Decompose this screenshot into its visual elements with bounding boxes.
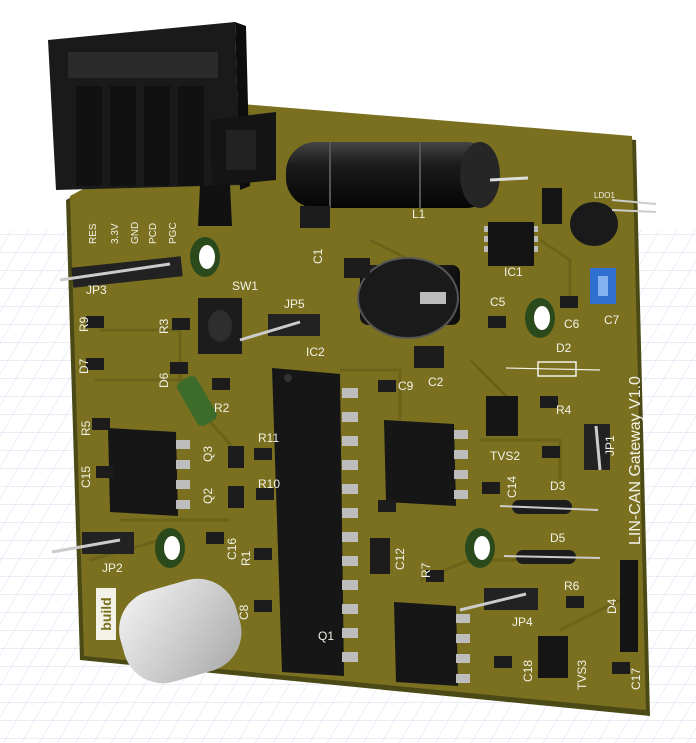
label-r4: R4 xyxy=(556,403,572,417)
pin-label-gnd: GND xyxy=(130,222,141,244)
label-sw1: SW1 xyxy=(232,279,258,293)
pin-label-pcd: PCD xyxy=(148,223,159,244)
smd-parts xyxy=(86,206,630,674)
jp5-header xyxy=(239,314,320,342)
label-r1: R1 xyxy=(239,550,253,566)
label-tvs3: TVS3 xyxy=(575,660,589,690)
label-c9: C9 xyxy=(398,379,414,393)
label-r10: R10 xyxy=(258,477,280,491)
trimmer-c7 xyxy=(590,268,616,304)
ldo1-regulator xyxy=(542,188,657,246)
diode-d3 xyxy=(499,500,599,514)
label-jp1: JP1 xyxy=(603,435,617,456)
label-r11: R11 xyxy=(258,431,279,445)
label-q3: Q3 xyxy=(201,446,215,462)
label-ic2: IC2 xyxy=(306,345,325,359)
rj-connector xyxy=(48,22,276,226)
pin-label-pgc: PGC xyxy=(168,222,179,244)
label-d2: D2 xyxy=(556,341,572,355)
header-pin-labels: RES 3.3V GND PCD PGC xyxy=(88,222,179,244)
diode-d5 xyxy=(503,550,601,564)
crystal xyxy=(119,578,242,684)
label-l1: L1 xyxy=(412,207,426,221)
label-r5: R5 xyxy=(79,420,93,436)
pin-label-3v3: 3.3V xyxy=(110,223,121,244)
label-ic1: IC1 xyxy=(504,265,523,279)
resistor-r2 xyxy=(177,376,217,426)
label-c7: C7 xyxy=(604,313,620,327)
label-jp2: JP2 xyxy=(102,561,123,575)
jumper-headers xyxy=(51,256,610,612)
electrolytic-capacitor-c2 xyxy=(357,257,460,339)
label-d4: D4 xyxy=(605,598,619,614)
label-d3: D3 xyxy=(550,479,566,493)
label-d7: D7 xyxy=(77,358,91,374)
diode-d2 xyxy=(505,361,601,377)
label-c17: C17 xyxy=(629,668,643,690)
label-c1: C1 xyxy=(311,248,325,264)
label-r3: R3 xyxy=(157,318,171,334)
svg-text:build: build xyxy=(98,597,114,630)
inductor-l1 xyxy=(286,142,529,208)
dip8-left xyxy=(108,428,190,516)
label-c5: C5 xyxy=(490,295,506,309)
label-q2: Q2 xyxy=(201,488,215,504)
ic1-package xyxy=(484,222,538,266)
label-q1: Q1 xyxy=(318,629,334,643)
label-r2: R2 xyxy=(214,401,230,415)
label-c8: C8 xyxy=(237,604,251,620)
label-c15: C15 xyxy=(79,466,93,488)
label-r6: R6 xyxy=(564,579,580,593)
tvs2 xyxy=(486,396,518,436)
label-jp3: JP3 xyxy=(86,283,107,297)
silkscreen-text: LIN-CAN Gateway V1.0 build RES 3.3V GND … xyxy=(77,191,644,690)
tvs3 xyxy=(538,636,568,678)
logo: build xyxy=(96,588,116,640)
label-jp5: JP5 xyxy=(284,297,305,311)
dip8-middle xyxy=(384,420,468,506)
jp4-header xyxy=(459,588,538,612)
label-c14: C14 xyxy=(505,476,519,498)
label-tvs2: TVS2 xyxy=(490,449,520,463)
jp1-header xyxy=(584,424,610,471)
label-d6: D6 xyxy=(157,372,171,388)
label-c16: C16 xyxy=(225,538,239,560)
label-r9: R9 xyxy=(77,316,91,332)
label-d5: D5 xyxy=(550,531,566,545)
switch-sw1 xyxy=(198,298,242,354)
label-c18: C18 xyxy=(521,660,535,682)
label-jp4: JP4 xyxy=(512,615,533,629)
dip8-bottom xyxy=(394,602,470,686)
board-title: LIN-CAN Gateway V1.0 xyxy=(627,376,644,545)
diode-d4 xyxy=(620,560,638,652)
jp2-header xyxy=(51,532,134,554)
label-c2: C2 xyxy=(428,375,444,389)
jp3-header xyxy=(59,256,183,288)
label-c6: C6 xyxy=(564,317,580,331)
label-c12: C12 xyxy=(393,548,407,570)
ic2-dip-package xyxy=(272,368,358,676)
mounting-holes xyxy=(155,237,555,568)
pin-label-res: RES xyxy=(88,223,99,244)
label-ldo1: LDO1 xyxy=(594,191,615,200)
label-r7: R7 xyxy=(419,562,433,578)
